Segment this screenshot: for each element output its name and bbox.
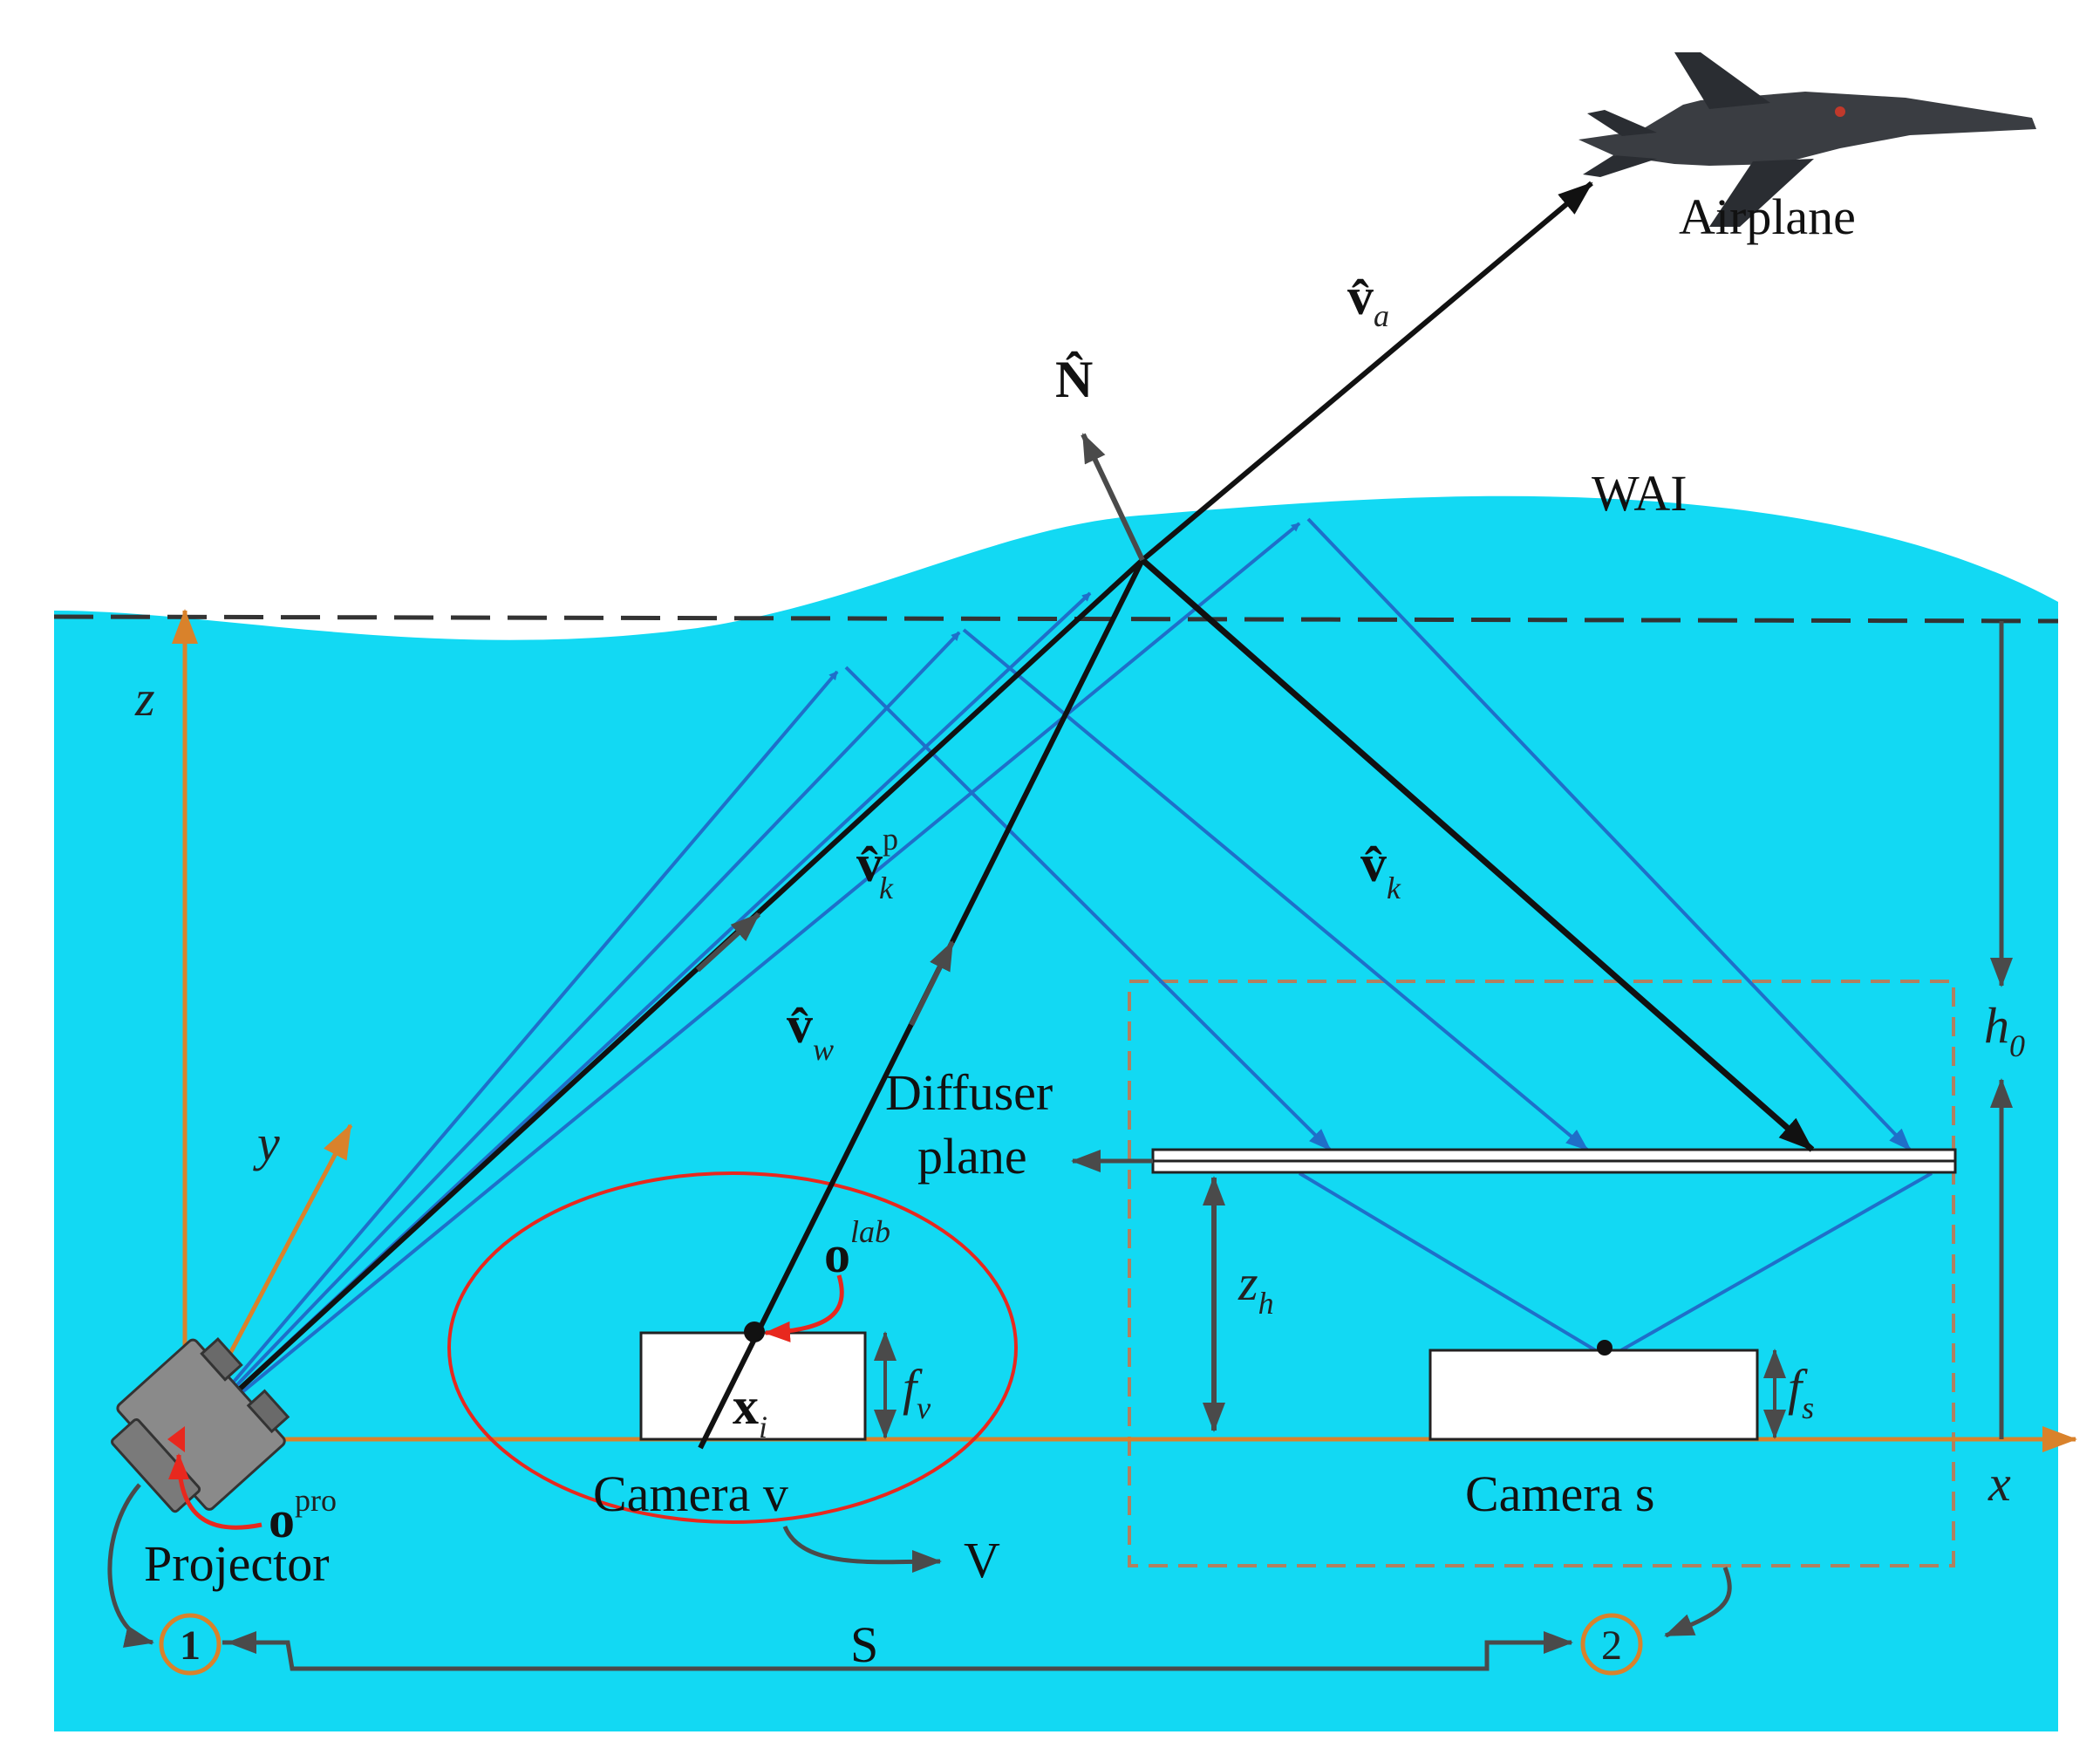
reflected-ray-2: [962, 628, 1589, 1151]
airplane-icon: [1578, 52, 2036, 227]
diffuser-plane: [1151, 1148, 1957, 1174]
label-V: V: [964, 1532, 1000, 1588]
label-x-i: xi: [733, 1377, 767, 1444]
reflected-main-ray: [1140, 557, 1815, 1152]
label-camera-s: Camera s: [1465, 1465, 1654, 1522]
water-body: [54, 495, 2058, 1731]
label-normal: N̂: [1055, 351, 1093, 408]
projector-ray-4: [183, 522, 1301, 1441]
circle-1: [159, 1613, 222, 1676]
label-o-pro: opro: [269, 1483, 337, 1548]
circle-2: [1580, 1613, 1643, 1676]
o-lab-pointer: [764, 1274, 844, 1342]
projector-to-circle1-arrow: [107, 1483, 154, 1648]
label-diffuser-line2: plane: [917, 1128, 1027, 1185]
camera-v-body: [639, 1331, 867, 1441]
label-airplane: Airplane: [1679, 188, 1856, 245]
o-lab-point: [744, 1322, 765, 1342]
label-camera-v: Camera v: [593, 1465, 788, 1522]
label-o-lab: olab: [824, 1214, 890, 1283]
projector-icon: [111, 1337, 290, 1513]
label-wai: WAI: [1592, 465, 1688, 522]
camera-v-ray-arrow-mark: [909, 940, 955, 1027]
projector-ray-2: [183, 631, 961, 1441]
label-v-a: v̂a: [1347, 268, 1389, 333]
reflected-rays: [844, 517, 1912, 1151]
camera-s-to-circle2-arrow: [1664, 1567, 1732, 1638]
surface-normal-arrow: [1081, 433, 1145, 562]
reflected-ray-1: [844, 666, 1332, 1151]
label-v-w: v̂w: [787, 996, 834, 1067]
v-pointer-arrow: [782, 1525, 942, 1574]
reference-surface-line: [53, 614, 2059, 624]
label-axis-x: x: [1988, 1455, 2011, 1512]
label-circle-1: 1: [180, 1622, 201, 1669]
camera-s-focal-point: [1597, 1340, 1612, 1356]
label-v-k: v̂k: [1360, 835, 1401, 905]
label-axis-z: z: [134, 670, 155, 727]
label-h0: h0: [1984, 997, 2025, 1063]
projector-origin-marker: [167, 1426, 185, 1452]
reflected-ray-3: [1306, 517, 1912, 1151]
projector-ray-arrow-mark: [695, 912, 761, 973]
label-circle-2: 2: [1601, 1622, 1622, 1669]
projector-main-ray: [182, 557, 1145, 1442]
label-S: S: [850, 1616, 878, 1673]
o-pro-pointer: [168, 1453, 262, 1530]
camera-s-body: [1428, 1349, 1759, 1441]
projector-ray-1: [183, 670, 839, 1441]
label-axis-y: y: [253, 1115, 280, 1171]
camera-v-highlight-ellipse: [447, 1171, 1018, 1524]
label-zh: zh: [1238, 1254, 1274, 1321]
label-diffuser-line1: Diffuser: [885, 1064, 1053, 1121]
airplane-ray: [1141, 181, 1593, 563]
camera-s-dashed-box: [1128, 980, 1955, 1567]
label-projector: Projector: [144, 1535, 330, 1592]
